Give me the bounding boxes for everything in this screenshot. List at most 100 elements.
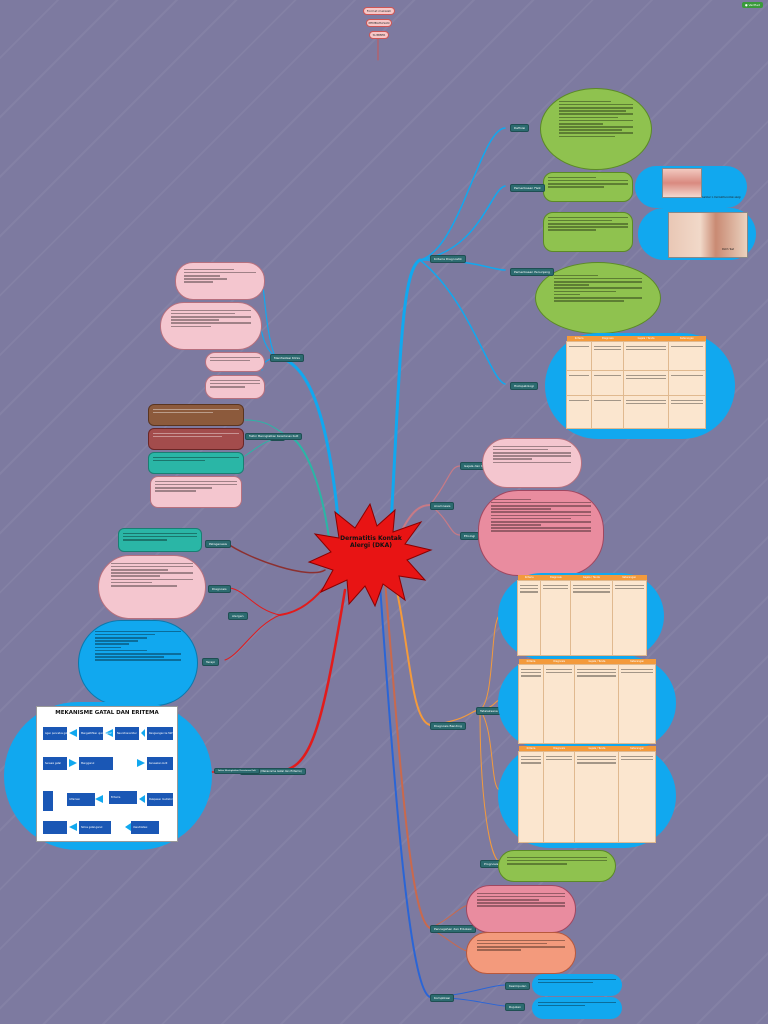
th-3: Gejala / Tanda: [623, 336, 669, 342]
label-faktor[interactable]: Faktor Meningkatkan Kerentanan Kulit: [245, 433, 303, 440]
label-alergen-a[interactable]: Diagnosis: [208, 585, 231, 593]
label-etiologi[interactable]: Etiologi: [460, 532, 480, 540]
kriteria-box[interactable]: [543, 212, 633, 252]
fbox-3: Neurotransmiter: [117, 732, 137, 735]
link-left-10: [229, 587, 281, 616]
link-right-15: [384, 579, 431, 929]
pencegahan-box-2[interactable]: [466, 932, 576, 974]
fbox-1: Agen pencetus gatal: [45, 732, 70, 735]
figure-flow: Agen pencetus gatal Mengaktifkan ujung s…: [43, 727, 173, 834]
t2-th-4: Keterangan: [618, 659, 656, 665]
fbox-2: Mengaktifkan ujung saraf: [81, 732, 112, 735]
th-2: Diagnosis: [591, 336, 624, 342]
top-badge-3[interactable]: SUMBER: [369, 31, 389, 39]
link-right-7: [429, 465, 461, 506]
label-terapi[interactable]: Terapi: [202, 658, 219, 666]
manifestasi-box-1[interactable]: [175, 262, 265, 300]
skin-photo-1: [662, 168, 702, 198]
label-patogenesis[interactable]: Patogenesis: [205, 540, 231, 548]
t1-th-1: Kriteria: [517, 575, 541, 581]
manifestasi-box-2[interactable]: [160, 302, 262, 350]
fase-box-1[interactable]: [148, 404, 244, 426]
fase-box-2[interactable]: [148, 428, 244, 450]
t2-th-1: Kriteria: [518, 659, 544, 665]
fbox-8: Inflamasi: [69, 798, 80, 801]
link-right-3: [419, 185, 506, 261]
t3-th-1: Kriteria: [518, 746, 544, 752]
label-anamnesis[interactable]: Anamnesis: [430, 502, 455, 510]
link-left-8: [224, 541, 326, 574]
patogenesis-box[interactable]: [118, 528, 202, 552]
link-left-11: [224, 614, 281, 661]
fbox-10: Pelepasan mediator: [149, 798, 173, 801]
t3-th-4: Keterangan: [618, 746, 656, 752]
manifestasi-box-3[interactable]: [205, 352, 265, 372]
label-pencegahan[interactable]: Pencegahan dan Edukasi: [430, 925, 476, 933]
etiologi-box[interactable]: [478, 490, 604, 576]
fbox-6: Menggaruk: [81, 762, 95, 765]
link-left-3: [259, 324, 276, 358]
fbox-12: Vasodilatasi: [133, 826, 148, 829]
link-left-12: [273, 588, 347, 774]
gejala-box[interactable]: [482, 438, 582, 488]
fbox-5: Sensasi gatal: [45, 762, 61, 765]
label-pemeriksaan[interactable]: Pemeriksaan Fisik: [510, 184, 545, 192]
terapi-ellipse[interactable]: [78, 620, 198, 706]
alergen-box[interactable]: [98, 555, 206, 619]
t3-th-3: Gejala / Tanda: [574, 746, 619, 752]
label-figure-small[interactable]: Faktor Meningkatkan Kerentanan Kulit: [214, 768, 261, 774]
t1-th-2: Diagnosis: [540, 575, 571, 581]
skin-photo-2: [668, 212, 748, 258]
fase-box-4[interactable]: [150, 476, 242, 508]
fbox-4: Rangsangan ke SSP: [149, 732, 173, 735]
photo-caption-2: Patch Test: [722, 248, 735, 251]
link-right-18: [379, 584, 431, 998]
label-definisi[interactable]: Definisi: [510, 124, 530, 132]
pemeriksaan-fisik-box[interactable]: [543, 172, 633, 202]
label-manifestasi[interactable]: Manifestasi Klinis: [270, 354, 304, 362]
link-right-11: [479, 614, 501, 711]
figure-title: MEKANISME GATAL DAN ERITEMA: [55, 710, 159, 716]
label-komplikasi[interactable]: Komplikasi: [430, 994, 455, 1002]
photo-caption-1: Gambar 1. Dermatitis kontak alergi: [702, 196, 741, 199]
label-kesimpulan[interactable]: Kesimpulan: [505, 982, 531, 990]
t1-th-4: Keterangan: [612, 575, 647, 581]
central-topic[interactable]: [305, 500, 435, 610]
pencegahan-box-1[interactable]: [466, 885, 576, 933]
t2-th-2: Diagnosis: [543, 659, 575, 665]
central-title: Dermatitis Kontak Alergi (DKA): [340, 535, 402, 549]
top-badge-2[interactable]: PEMBAHASAN: [366, 19, 392, 27]
link-right-1: [388, 258, 422, 542]
link-right-2: [419, 127, 506, 261]
th-1: Kriteria: [566, 336, 592, 342]
fbox-11: Siklus gatal-garuk: [81, 826, 103, 829]
mechanism-figure: MEKANISME GATAL DAN ERITEMA Agen pencetu…: [36, 706, 178, 842]
label-kriteria[interactable]: Kriteria Diagnostik: [430, 255, 466, 263]
t3-th-2: Diagnosis: [543, 746, 575, 752]
verified-badge: ● Verified: [742, 2, 763, 8]
link-left-2: [261, 282, 276, 358]
t1-th-3: Gejala / Tanda: [570, 575, 613, 581]
fase-box-3[interactable]: [148, 452, 244, 474]
manifestasi-box-4[interactable]: [205, 375, 265, 399]
link-right-14: [479, 709, 501, 863]
definisi-node[interactable]: [540, 88, 652, 170]
link-right-13: [479, 709, 501, 791]
label-alergen[interactable]: Alergen: [228, 612, 248, 620]
kesimpulan-box[interactable]: [532, 974, 622, 996]
label-rujukan[interactable]: Rujukan: [505, 1003, 526, 1011]
label-histopatologi[interactable]: Histopatologi: [510, 382, 538, 390]
label-diagnosis-banding[interactable]: Diagnosis Banding: [430, 722, 466, 730]
top-badge-1[interactable]: Format makalah: [363, 7, 395, 15]
rujukan-box[interactable]: [532, 997, 622, 1019]
th-4: Keterangan: [668, 336, 706, 342]
fbox-7: Kerusakan kulit: [149, 762, 167, 765]
label-penunjang[interactable]: Pemeriksaan Penunjang: [510, 268, 554, 276]
link-right-5: [419, 259, 506, 385]
prognosis-box[interactable]: [498, 850, 616, 882]
